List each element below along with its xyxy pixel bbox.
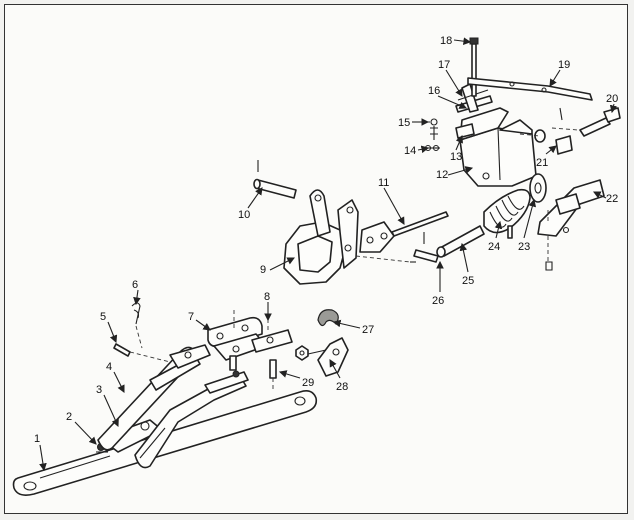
- callout-27: 27: [362, 324, 374, 336]
- part-25-pin: [436, 225, 485, 258]
- part-4-upper-link-arm: [97, 344, 211, 451]
- callout-13: 13: [450, 151, 462, 163]
- callout-23: 23: [518, 241, 530, 253]
- part-23-washer: [529, 173, 547, 203]
- callout-24: 24: [488, 241, 500, 253]
- callout-12: 12: [436, 169, 448, 181]
- callout-10: 10: [238, 209, 250, 221]
- callout-6: 6: [132, 279, 138, 291]
- part-8-plate: [233, 305, 293, 353]
- nut: [295, 345, 309, 361]
- part-28-bracket: [307, 337, 349, 377]
- callout-5: 5: [100, 311, 106, 323]
- part-24-spring: [483, 188, 531, 234]
- part-26-pin: [413, 232, 439, 263]
- callout-9: 9: [260, 264, 266, 276]
- part-5-pin: [113, 343, 171, 363]
- leader-lines: [39, 37, 618, 472]
- callout-7: 7: [188, 311, 194, 323]
- callout-26: 26: [432, 295, 444, 307]
- part-20-link: [551, 107, 621, 137]
- part-10-pin: [253, 160, 297, 199]
- callout-22: 22: [606, 193, 618, 205]
- part-18-bolt: [469, 37, 479, 97]
- callout-1: 1: [34, 433, 40, 445]
- callout-16: 16: [428, 85, 440, 97]
- part-9-main-bracket: [283, 189, 359, 285]
- small-bolt: [507, 210, 549, 239]
- callout-15: 15: [398, 117, 410, 129]
- part-27-spring-clip: [317, 309, 339, 327]
- callout-29: 29: [302, 377, 314, 389]
- callout-8: 8: [264, 291, 270, 303]
- callout-11: 11: [378, 177, 389, 189]
- callout-18: 18: [440, 35, 452, 47]
- part-21-sleeve: [519, 129, 573, 155]
- part-6-clip: [131, 302, 143, 349]
- part-19-rod: [467, 77, 593, 101]
- callout-21: 21: [536, 157, 548, 169]
- callout-4: 4: [106, 361, 112, 373]
- callout-3: 3: [96, 384, 102, 396]
- part-29-bolt: [229, 355, 277, 392]
- callout-17: 17: [438, 59, 450, 71]
- callout-20: 20: [606, 93, 618, 105]
- part-22-bracket: [537, 179, 605, 271]
- part-13-bushing: [455, 123, 475, 139]
- callout-14: 14: [404, 145, 416, 157]
- callout-19: 19: [558, 59, 570, 71]
- callout-28: 28: [336, 381, 348, 393]
- part-11-rod: [355, 211, 449, 263]
- part-12-housing: [459, 107, 537, 187]
- part-lift-arm: [134, 371, 249, 469]
- callout-2: 2: [66, 411, 72, 423]
- callout-labels: 1 2 3 4 5 6 7 8 9 10 11 12 13 14 15 16 1…: [34, 35, 618, 445]
- callout-25: 25: [462, 275, 474, 287]
